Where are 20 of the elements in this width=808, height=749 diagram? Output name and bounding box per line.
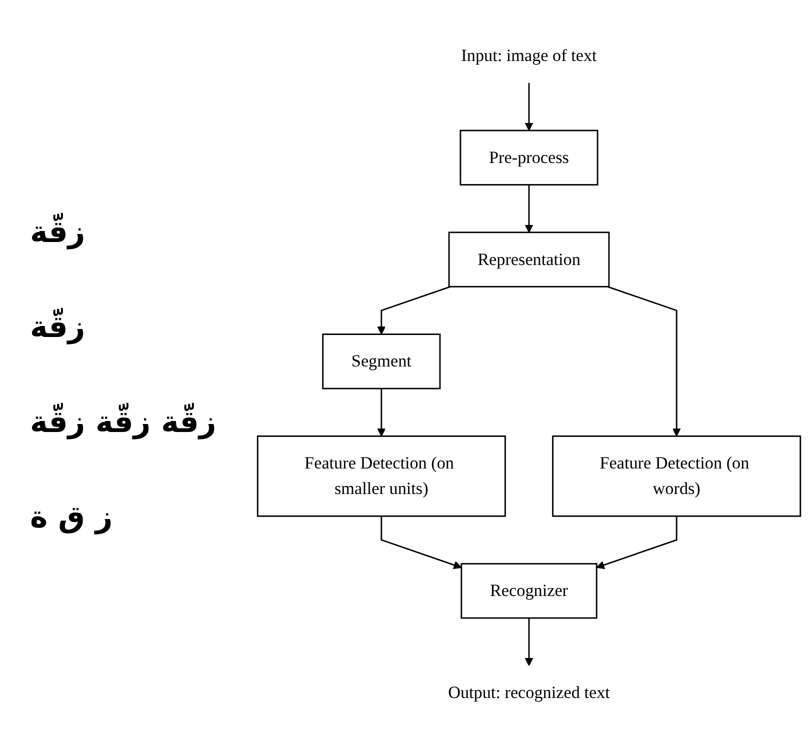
node-box: Pre-process [460, 130, 598, 186]
arrow [524, 83, 534, 132]
arrow [596, 516, 678, 570]
node-box: Feature Detection (on words) [552, 436, 802, 518]
node-box: Segment [322, 334, 441, 390]
node-box: Representation [448, 232, 610, 288]
node-box: Feature Detection (on smaller units) [256, 436, 506, 518]
arabic-word-sample: زقّة [30, 310, 86, 344]
node-text: Input: image of text [461, 46, 597, 66]
arabic-word-sample: زقّة زقّة زقّة [30, 404, 216, 440]
arrow [607, 286, 681, 437]
node-text: Output: recognized text [448, 683, 610, 702]
arabic-word-sample: ز ق ة [30, 500, 113, 534]
arrow [524, 618, 534, 666]
node-box: Recognizer [460, 563, 598, 619]
arrow [377, 286, 451, 335]
arrow [524, 185, 534, 233]
arrow [377, 388, 386, 437]
arrow [380, 516, 462, 570]
arabic-word-sample: زقّة [30, 214, 86, 250]
